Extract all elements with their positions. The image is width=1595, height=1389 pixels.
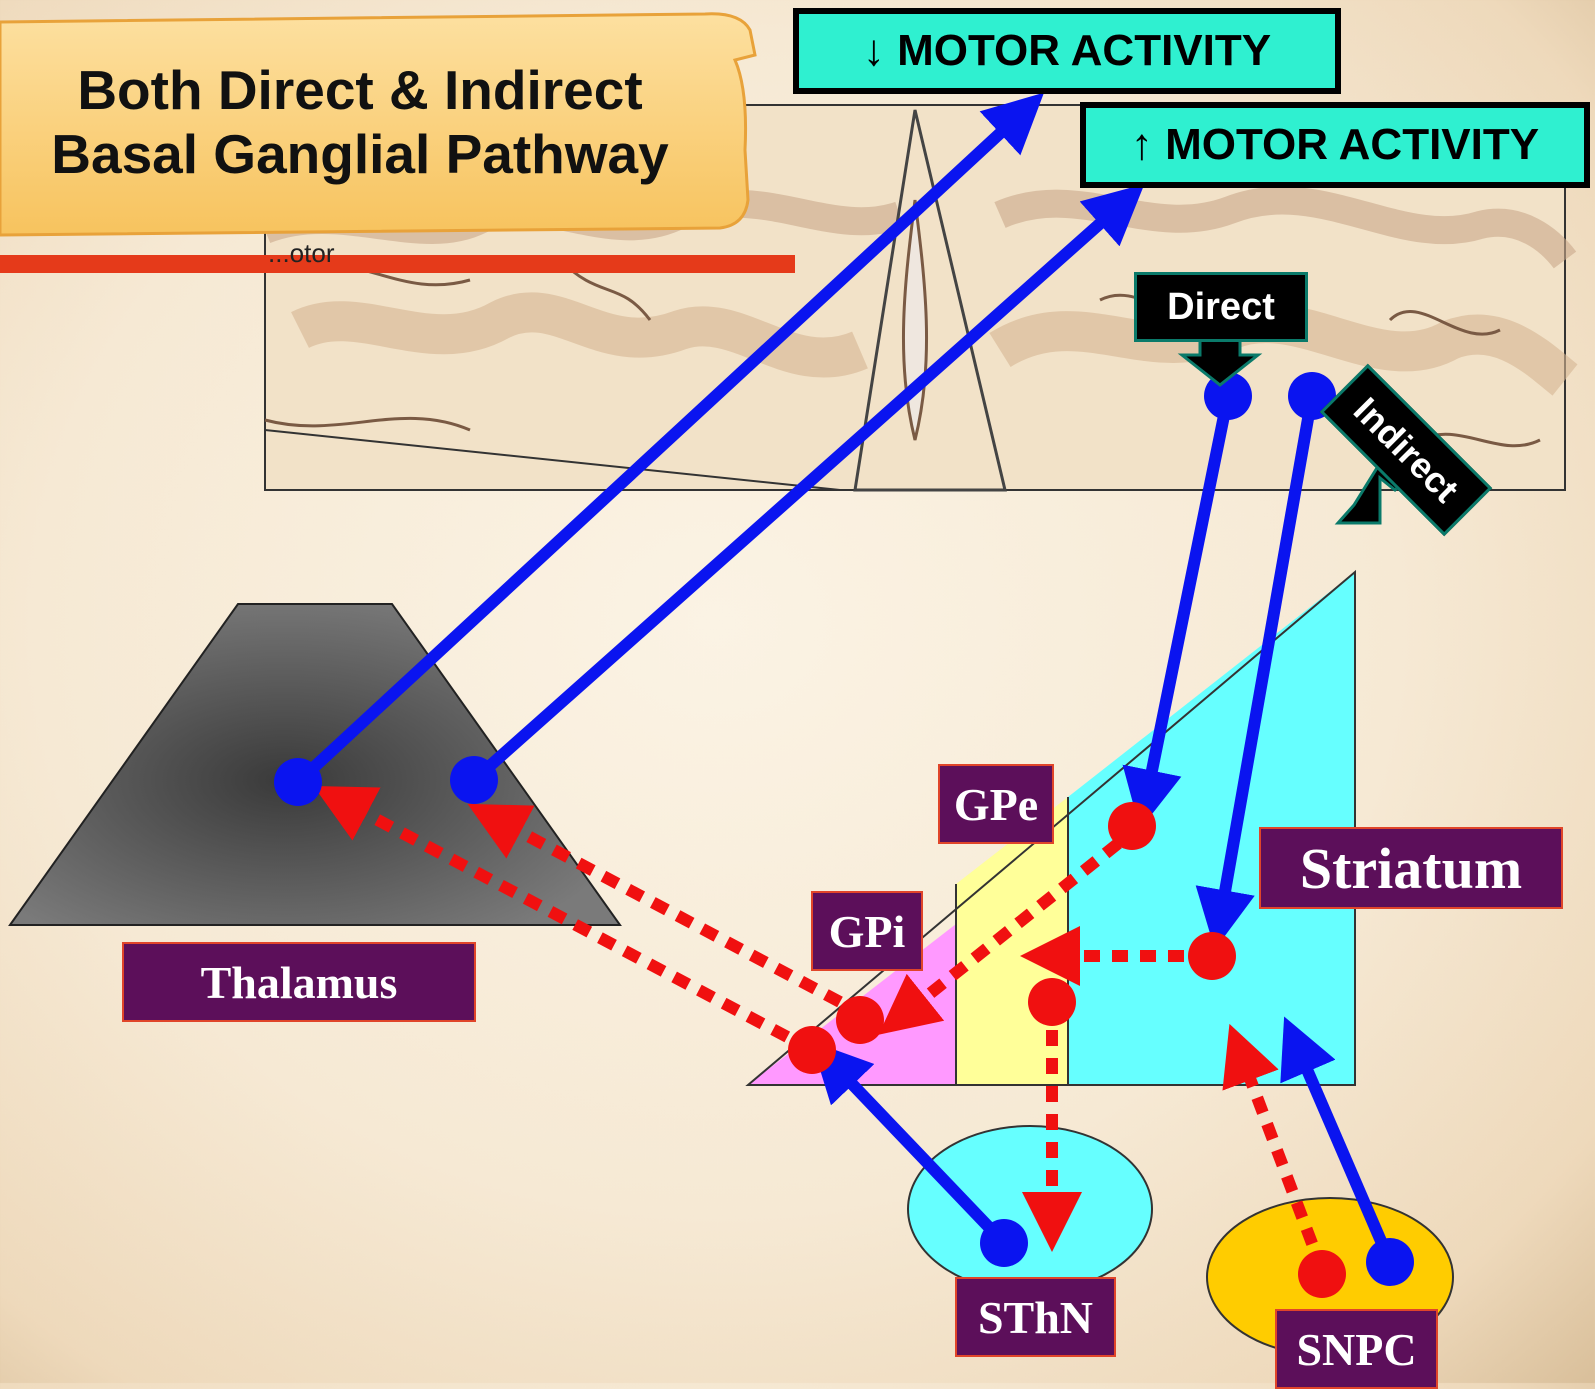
snpc-node-blue [1366, 1238, 1414, 1286]
title-line-2: Basal Ganglial Pathway [0, 122, 720, 186]
gpi-node-1 [836, 996, 884, 1044]
title-underline [0, 255, 795, 273]
gpe-node-bottom [1028, 978, 1076, 1026]
gpi-node-2 [788, 1026, 836, 1074]
snpc-label: SNPC [1275, 1309, 1438, 1389]
title-line-1: Both Direct & Indirect [0, 58, 720, 122]
increase-motor-activity-label: ↑ MOTOR ACTIVITY [1131, 120, 1539, 170]
thalamus-label: Thalamus [122, 942, 476, 1022]
direct-pathway-label: Direct [1167, 286, 1275, 329]
decrease-motor-activity-label: ↓ MOTOR ACTIVITY [863, 26, 1271, 76]
sthn-node [980, 1219, 1028, 1267]
brain-fragment-text: ...otor [268, 238, 335, 268]
snpc-node-red [1298, 1250, 1346, 1298]
striatum-node [1188, 932, 1236, 980]
sthn-ellipse [908, 1126, 1152, 1292]
gpi-label: GPi [811, 891, 923, 971]
page-title: Both Direct & Indirect Basal Ganglial Pa… [0, 58, 720, 186]
direct-pathway-badge: Direct [1134, 272, 1308, 342]
increase-motor-activity-box: ↑ MOTOR ACTIVITY [1080, 102, 1590, 188]
gpe-node-top [1108, 802, 1156, 850]
gpe-label: GPe [938, 764, 1054, 844]
striatum-label: Striatum [1259, 827, 1563, 909]
thalamus-node-2 [450, 756, 498, 804]
decrease-motor-activity-box: ↓ MOTOR ACTIVITY [793, 8, 1341, 94]
sthn-label: SThN [955, 1277, 1116, 1357]
thalamus-node-1 [274, 758, 322, 806]
